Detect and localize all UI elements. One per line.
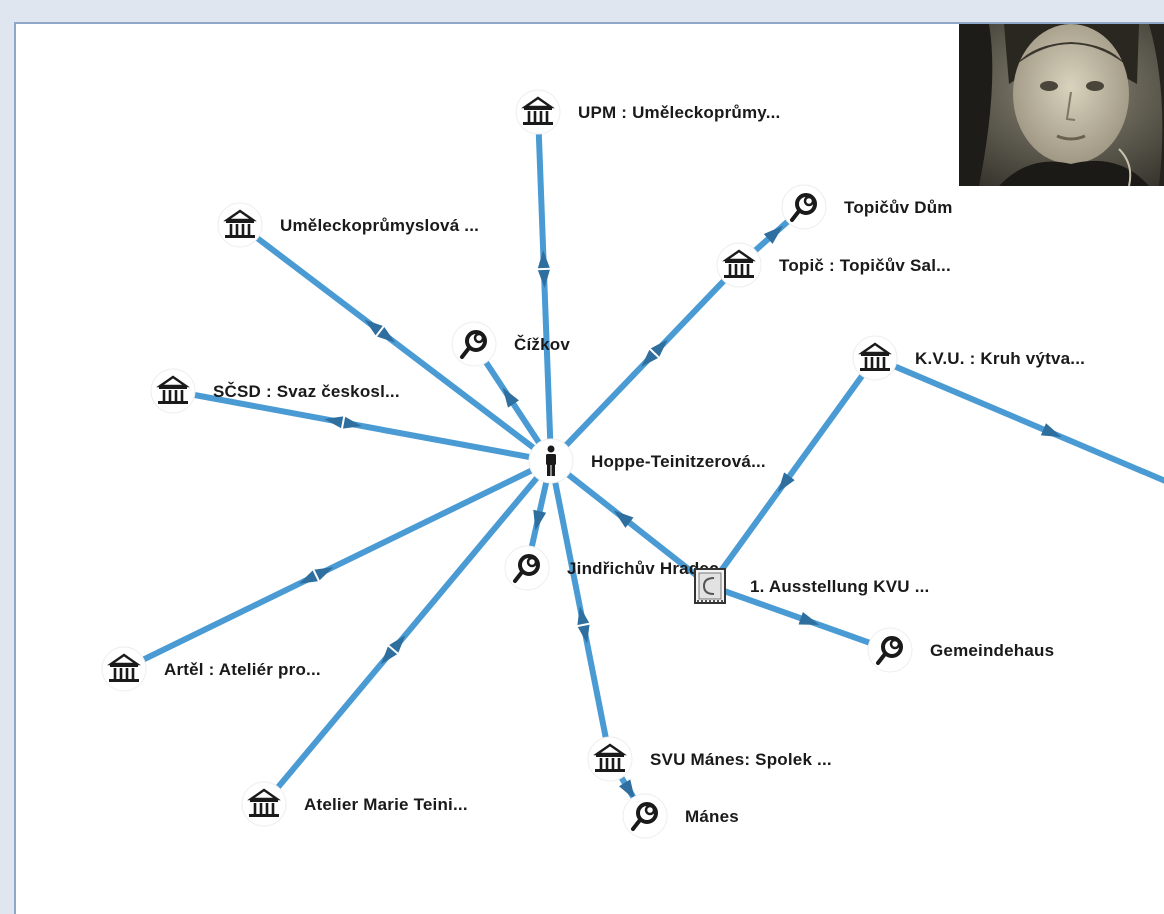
- edge-line: [238, 222, 553, 464]
- edge-arrowhead: [613, 510, 634, 528]
- node-label: SČSD : Svaz českosl...: [213, 382, 400, 401]
- edge-line: [708, 583, 892, 653]
- edge-arrowhead: [576, 622, 590, 644]
- edge-line: [707, 356, 878, 588]
- node-topic[interactable]: Topič : Topičův Sal...: [716, 242, 951, 288]
- node-circle: [867, 627, 913, 673]
- node-label: Jindřichův Hradec: [567, 559, 719, 578]
- node-gemeindehaus[interactable]: Gemeindehaus: [867, 627, 1054, 673]
- node-label: SVU Mánes: Spolek ...: [650, 750, 832, 769]
- edge-arrowhead: [777, 472, 795, 493]
- node-cizkov[interactable]: Čížkov: [451, 321, 570, 367]
- edge-separator: [374, 325, 385, 338]
- edge-separator: [340, 415, 346, 430]
- event-calendar-icon: [694, 568, 726, 604]
- edge-separator: [648, 347, 661, 359]
- node-label: 1. Ausstellung KVU ...: [750, 577, 929, 596]
- node-label: Uměleckoprůmyslová ...: [280, 216, 479, 235]
- edge-person-topic[interactable]: [548, 262, 742, 464]
- node-umprum[interactable]: Uměleckoprůmyslová ...: [217, 202, 479, 248]
- node-circle: [622, 793, 668, 839]
- place-pin-icon: [460, 330, 487, 359]
- node-upm[interactable]: UPM : Uměleckoprůmy...: [515, 89, 780, 135]
- edge-kvu-offscreen[interactable]: [873, 355, 1164, 494]
- edge-person-scsd[interactable]: [172, 388, 552, 464]
- node-circle: [451, 321, 497, 367]
- edge-separator: [312, 568, 321, 583]
- node-svu[interactable]: SVU Mánes: Spolek ...: [587, 736, 832, 782]
- node-label: Mánes: [685, 807, 739, 826]
- edge-arrowhead: [537, 250, 551, 271]
- edge-arrowhead: [577, 606, 591, 627]
- node-artel[interactable]: Artěl : Ateliér pro...: [101, 646, 321, 692]
- edge-person-artel[interactable]: [122, 458, 553, 672]
- node-kvu[interactable]: K.V.U. : Kruh výtva...: [852, 335, 1085, 381]
- node-manes[interactable]: Mánes: [622, 793, 739, 839]
- place-pin-icon: [790, 193, 817, 222]
- edge-kvu-ausstellung[interactable]: [707, 356, 878, 588]
- edge-person-umprum[interactable]: [238, 222, 553, 464]
- node-label: Čížkov: [514, 335, 570, 354]
- edge-arrowhead: [1040, 423, 1062, 438]
- edge-arrowhead: [341, 415, 362, 429]
- edge-person-cizkov[interactable]: [471, 342, 554, 463]
- place-pin-icon: [631, 802, 658, 831]
- edge-layer: [122, 111, 1164, 818]
- edge-line: [549, 458, 712, 589]
- node-topicuvdum[interactable]: Topičův Dům: [781, 184, 953, 230]
- edge-arrowhead: [324, 416, 346, 430]
- institution-icon: [223, 209, 257, 238]
- node-label: Hoppe-Teinitzerová...: [591, 452, 766, 471]
- edge-line: [122, 458, 553, 672]
- edge-separator: [576, 622, 591, 628]
- institution-icon: [858, 342, 892, 371]
- institution-icon: [722, 249, 756, 278]
- place-pin-icon: [876, 636, 903, 665]
- node-circle: [504, 545, 550, 591]
- person-icon: [546, 445, 556, 476]
- portrait-photo: [959, 24, 1164, 186]
- node-label: Gemeindehaus: [930, 641, 1054, 660]
- institution-icon: [593, 743, 627, 772]
- edge-separator: [536, 267, 551, 271]
- institution-icon: [107, 653, 141, 682]
- edge-person-atelier[interactable]: [261, 459, 554, 806]
- node-label: K.V.U. : Kruh výtva...: [915, 349, 1085, 368]
- node-label: Artěl : Ateliér pro...: [164, 660, 321, 679]
- edge-line: [172, 388, 552, 464]
- node-person[interactable]: Hoppe-Teinitzerová...: [528, 438, 766, 484]
- edge-line: [261, 459, 554, 806]
- node-label: Topič : Topičův Sal...: [779, 256, 951, 275]
- node-circle: [781, 184, 827, 230]
- edge-arrowhead: [619, 779, 636, 800]
- edge-arrowhead: [798, 612, 820, 625]
- node-atelier[interactable]: Atelier Marie Teini...: [241, 781, 468, 827]
- graph-canvas[interactable]: Hoppe-Teinitzerová... UPM : Uměleckoprůmy…: [14, 22, 1164, 914]
- node-label: Topičův Dům: [844, 198, 953, 217]
- edge-arrowhead: [502, 387, 519, 408]
- edge-arrowhead: [537, 267, 551, 289]
- institution-icon: [156, 375, 190, 404]
- node-layer: Hoppe-Teinitzerová... UPM : Uměleckoprůmy…: [101, 89, 1085, 839]
- institution-icon: [247, 788, 281, 817]
- edge-line: [873, 355, 1164, 484]
- node-ausstellung[interactable]: 1. Ausstellung KVU ...: [694, 568, 929, 604]
- institution-icon: [521, 96, 555, 125]
- edge-arrowhead: [533, 509, 547, 531]
- edge-arrowhead: [763, 225, 783, 244]
- place-pin-icon: [513, 554, 540, 583]
- edge-ausstellung-gemeindehaus[interactable]: [708, 583, 892, 653]
- node-label: UPM : Uměleckoprůmy...: [578, 103, 780, 122]
- edge-separator: [387, 644, 400, 655]
- relationship-graph[interactable]: Hoppe-Teinitzerová... UPM : Uměleckoprůmy…: [16, 24, 1164, 904]
- edge-person-svu[interactable]: [548, 460, 613, 760]
- node-scsd[interactable]: SČSD : Svaz českosl...: [150, 368, 400, 414]
- edge-person-upm[interactable]: [535, 111, 554, 462]
- edge-ausstellung-person[interactable]: [549, 458, 712, 589]
- node-jindrichuv[interactable]: Jindřichův Hradec: [504, 545, 719, 591]
- node-label: Atelier Marie Teini...: [304, 795, 468, 814]
